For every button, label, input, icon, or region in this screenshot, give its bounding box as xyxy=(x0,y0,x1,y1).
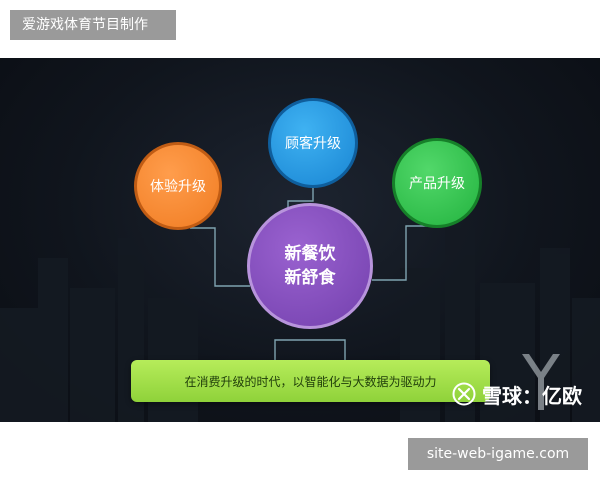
product-upgrade-node: 产品升级 xyxy=(392,138,482,228)
experience-upgrade-label: 体验升级 xyxy=(150,179,206,195)
connector-customer xyxy=(287,188,314,210)
watermark: 雪球：亿欧 xyxy=(452,374,582,414)
customer-upgrade-label: 顾客升级 xyxy=(285,136,341,152)
connector-experience xyxy=(190,227,250,287)
connector-banner xyxy=(274,339,346,360)
footer-tag: site-web-igame.com xyxy=(408,438,588,470)
experience-upgrade-node: 体验升级 xyxy=(134,142,222,230)
core-node: 新餐饮 新舒食 xyxy=(247,203,373,329)
driver-banner: 在消费升级的时代，以智能化与大数据为驱动力 xyxy=(131,360,490,402)
yiou-logo-icon xyxy=(522,354,560,410)
xueqiu-logo-icon xyxy=(452,382,476,406)
core-label-line1: 新餐饮 xyxy=(284,244,336,264)
header-tag: 爱游戏体育节目制作 xyxy=(10,10,176,40)
core-label-line2: 新舒食 xyxy=(284,268,336,288)
diagram-image: 体验升级 顾客升级 产品升级 新餐饮 新舒食 在消费升级的时代，以智能化与大数据… xyxy=(0,58,600,422)
product-upgrade-label: 产品升级 xyxy=(409,176,465,192)
driver-banner-text: 在消费升级的时代，以智能化与大数据为驱动力 xyxy=(184,374,437,389)
connector-lines xyxy=(190,188,432,360)
connector-product xyxy=(372,225,432,281)
customer-upgrade-node: 顾客升级 xyxy=(268,98,358,188)
watermark-text: 雪球：亿欧 xyxy=(482,383,582,408)
